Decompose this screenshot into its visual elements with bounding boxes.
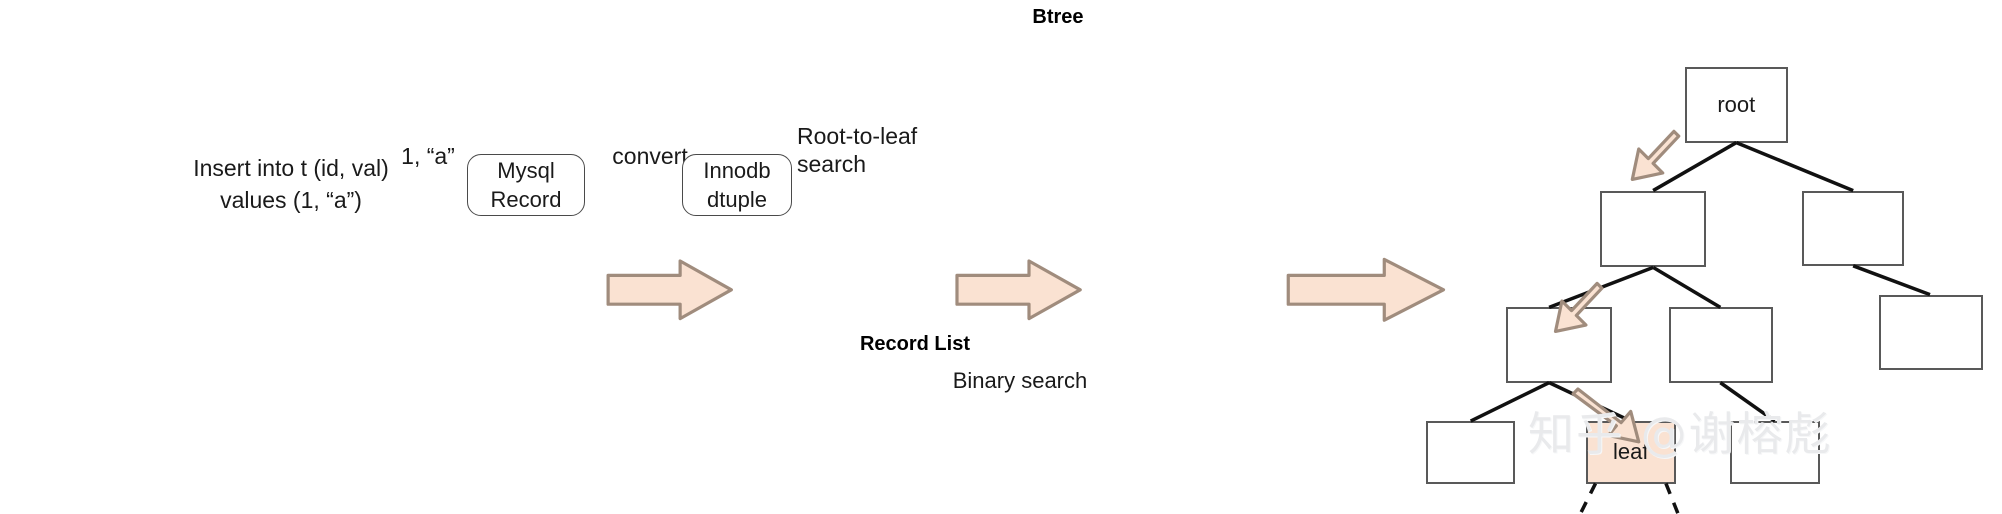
edge-root-left [1652, 141, 1738, 193]
traversal-arrows [1553, 129, 1681, 444]
mysql-record-box: Mysql Record [467, 154, 585, 216]
flow-block-arrows [606, 257, 1446, 322]
sql-statement-text: Insert into t (id, val) values (1, “a”) [193, 155, 389, 213]
arrow-convert-label: convert [612, 143, 688, 169]
dash-right [1664, 482, 1681, 514]
block-arrow-convert [955, 259, 1082, 321]
edge-root-right [1735, 140, 1854, 193]
leaf-to-record-dashes [1578, 482, 1681, 514]
dash-left [1578, 482, 1598, 514]
edge-n2b-right [1852, 264, 1931, 297]
block-arrow-1 [606, 259, 733, 321]
btree-node-n4a [1425, 421, 1516, 484]
btree-node-n3c [1878, 294, 1983, 370]
edge-n2a-left [1548, 265, 1654, 310]
btree-node-root: root [1685, 67, 1788, 143]
btree-title: Btree [1032, 6, 1084, 28]
edge-n2a-right [1652, 265, 1722, 309]
watermark: 知乎 @谢榕彪 [1528, 407, 1833, 461]
arrow-1-label: 1, “a” [401, 143, 455, 169]
btree-node-n3a [1505, 307, 1612, 383]
btree-node-label: leaf [1612, 439, 1649, 465]
arrow-root-to-leaf-label: Root-to-leaf search [797, 123, 918, 177]
traversal-arrow-root [1630, 129, 1681, 181]
btree-node-n3b [1669, 307, 1774, 383]
innodb-dtuple-box: Innodb dtuple [682, 154, 792, 216]
block-arrow-root-to-leaf [1286, 257, 1446, 322]
binary-search-caption: Binary search [952, 368, 1088, 393]
record-list-label: Record List [859, 333, 970, 355]
btree-node-n2b [1801, 190, 1905, 266]
btree-node-label: root [1717, 91, 1756, 117]
btree-node-n2a [1600, 190, 1706, 268]
